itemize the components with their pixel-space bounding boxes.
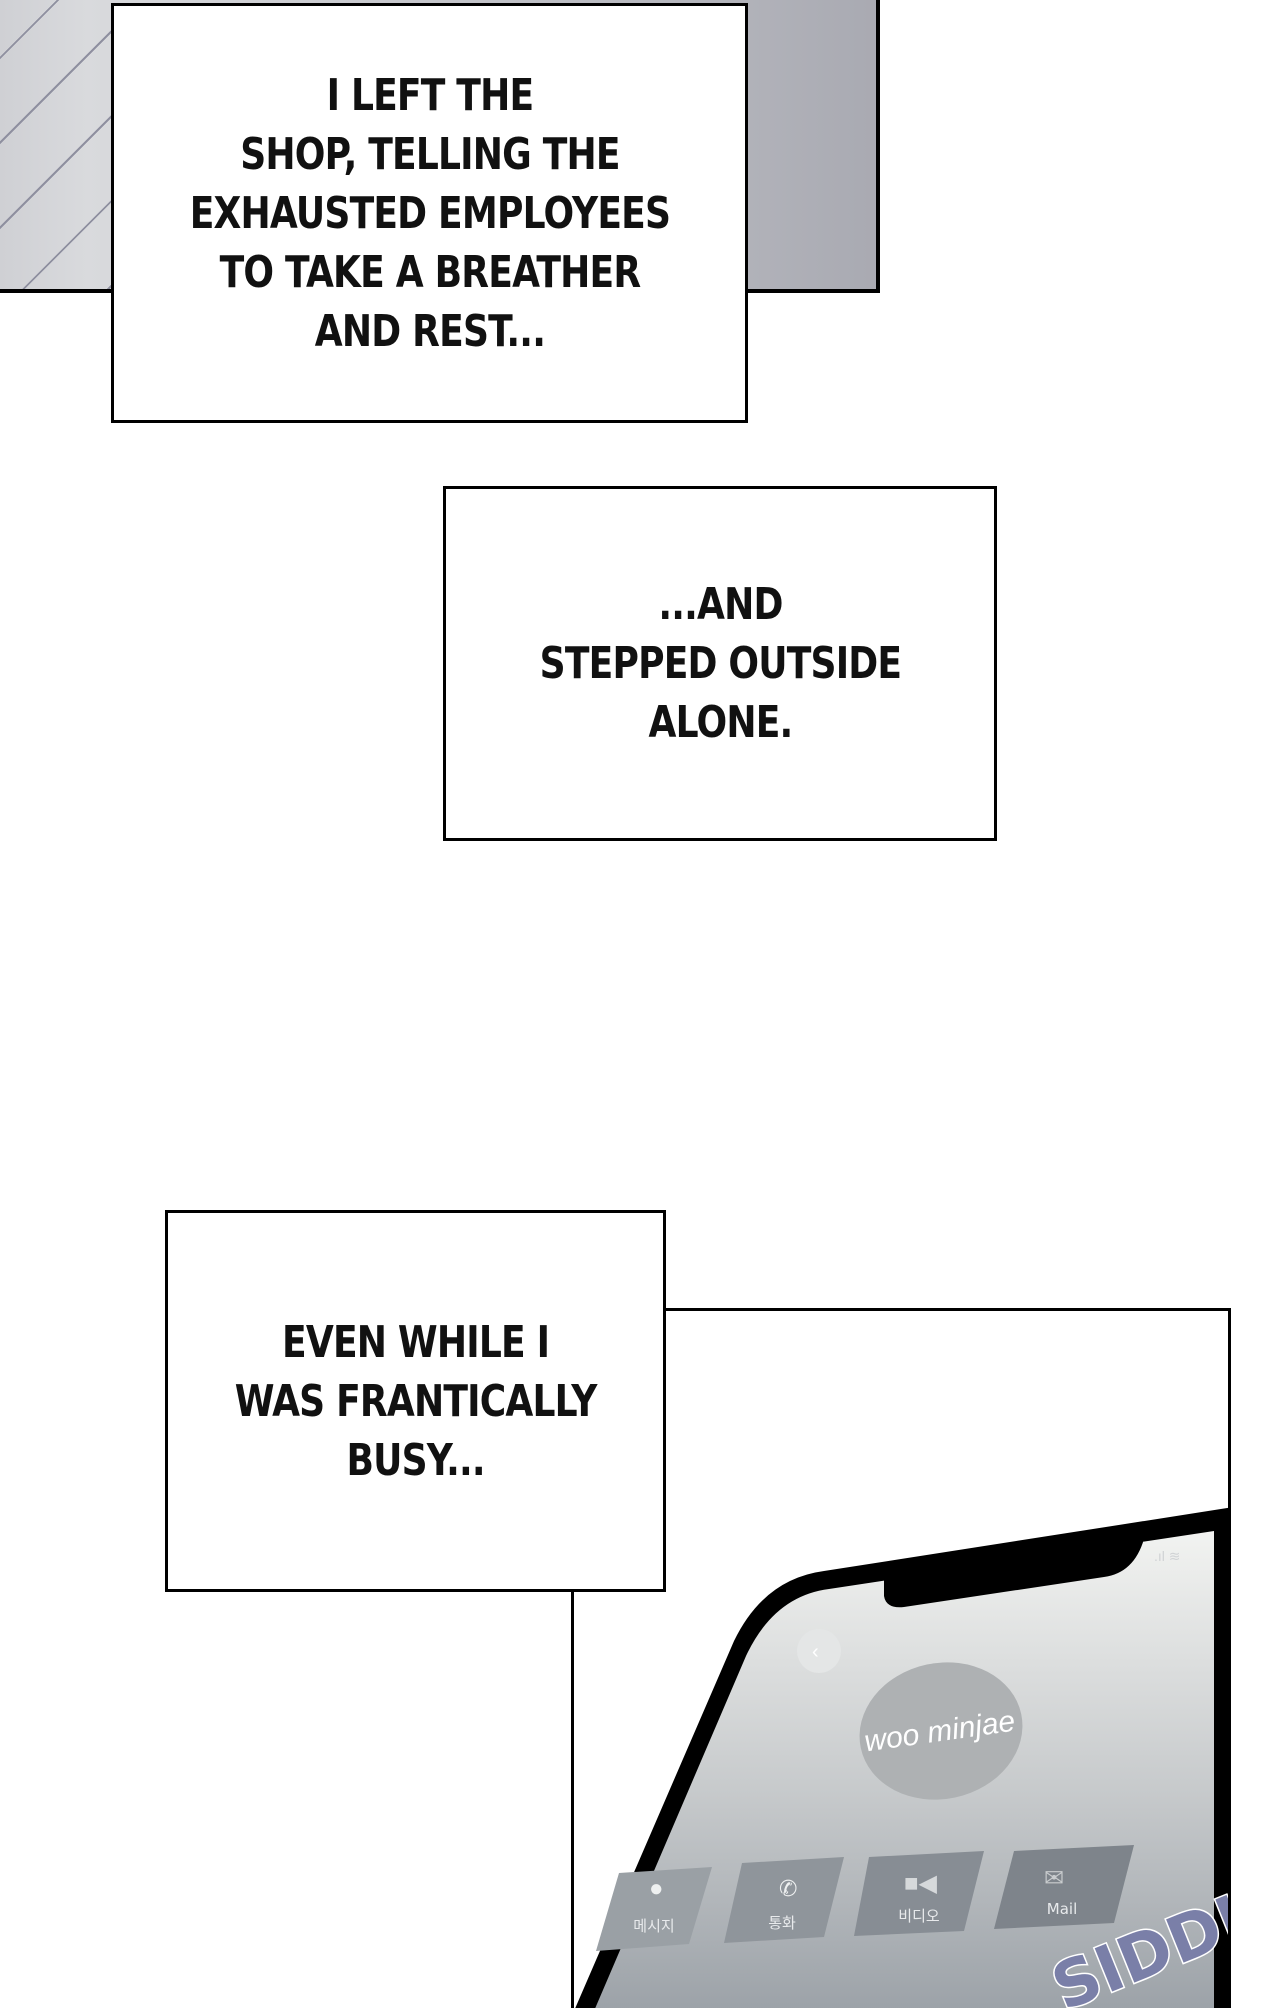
caption-text-3: EVEN WHILE I WAS FRANTICALLY BUSY... xyxy=(234,1316,598,1486)
phone-icon: ✆ xyxy=(779,1876,797,1901)
caption-box-3: EVEN WHILE I WAS FRANTICALLY BUSY... xyxy=(165,1210,666,1592)
caption-box-1: I LEFT THE SHOP, TELLING THE EXHAUSTED E… xyxy=(111,3,748,423)
caption-box-2: ...AND STEPPED OUTSIDE ALONE. xyxy=(443,486,997,841)
svg-text:비디오: 비디오 xyxy=(898,1907,940,1925)
phone-notch xyxy=(884,1539,1144,1608)
message-bubble-icon: ● xyxy=(649,1875,664,1902)
action-mail-button[interactable]: ✉ Mail xyxy=(994,1845,1134,1929)
signal-wifi-icon: .ıl ≋ xyxy=(1154,1548,1181,1564)
action-call-button[interactable]: ✆ 통화 xyxy=(724,1857,844,1943)
svg-text:Mail: Mail xyxy=(1047,1900,1077,1918)
svg-text:메시지: 메시지 xyxy=(633,1917,674,1935)
background-stripes xyxy=(0,0,120,289)
back-chevron-icon: ‹ xyxy=(812,1641,819,1663)
action-video-button[interactable]: ■◀ 비디오 xyxy=(854,1851,984,1936)
caption-text-1: I LEFT THE SHOP, TELLING THE EXHAUSTED E… xyxy=(189,69,670,357)
phone-illustration: .ıl ≋ ‹ woo minjae ● 메시지 ✆ 통화 ■◀ 비디오 ✉ M… xyxy=(575,1507,1228,2008)
mail-icon: ✉ xyxy=(1044,1865,1064,1892)
video-camera-icon: ■◀ xyxy=(904,1870,937,1897)
phone-panel: .ıl ≋ ‹ woo minjae ● 메시지 ✆ 통화 ■◀ 비디오 ✉ M… xyxy=(571,1308,1231,2008)
svg-text:통화: 통화 xyxy=(768,1914,796,1932)
contact-avatar xyxy=(859,1662,1023,1800)
caption-text-2: ...AND STEPPED OUTSIDE ALONE. xyxy=(539,579,901,748)
action-message-button[interactable]: ● 메시지 xyxy=(596,1867,712,1951)
back-button[interactable] xyxy=(797,1629,841,1673)
